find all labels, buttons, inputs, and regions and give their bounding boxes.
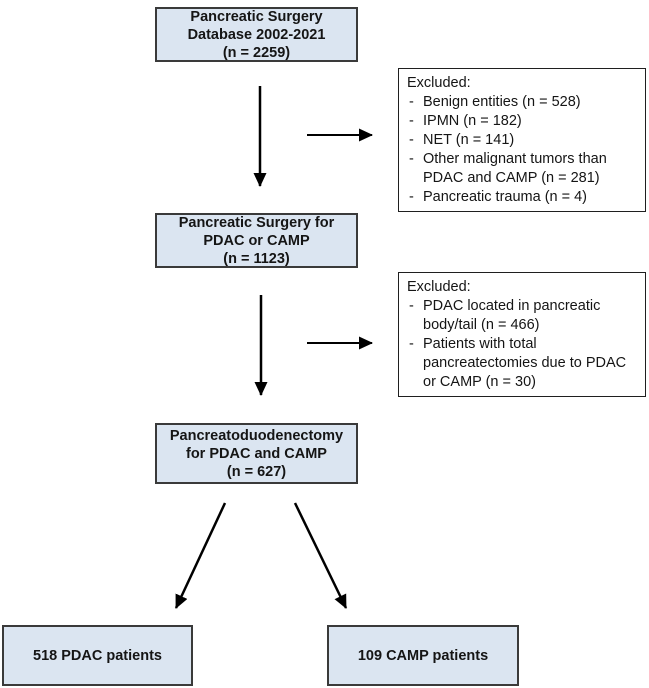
excluded-2-item-text: PDAC located in pancreatic body/tail (n … <box>423 298 601 333</box>
node-database: Pancreatic Surgery Database 2002-2021 (n… <box>155 7 358 62</box>
node-surgery-pdac-camp: Pancreatic Surgery for PDAC or CAMP (n =… <box>155 213 358 268</box>
excluded-1-item-text: NET (n = 141) <box>423 132 515 148</box>
node-camp-patients-label: 109 CAMP patients <box>357 647 489 664</box>
node-pd-line1: Pancreatoduodenectomy <box>169 427 344 444</box>
excluded-2-title: Excluded: <box>407 279 471 295</box>
excluded-1-item: - Other malignant tumors than PDAC and C… <box>407 150 639 188</box>
excluded-1-item-text: Pancreatic trauma (n = 4) <box>423 189 588 205</box>
node-database-line2: Database 2002-2021 <box>187 26 326 43</box>
arrow-split-to-camp <box>293 502 348 609</box>
excluded-1-item-text: Benign entities (n = 528) <box>423 94 581 110</box>
excluded-1-item: - IPMN (n = 182) <box>407 112 639 131</box>
excluded-1-item: - NET (n = 141) <box>407 131 639 150</box>
node-surgery-line3: (n = 1123) <box>223 250 290 267</box>
excluded-2-item: - Patients with total pancreatectomies d… <box>407 335 639 392</box>
node-database-line1: Pancreatic Surgery <box>190 8 323 25</box>
node-pancreatoduodenectomy: Pancreatoduodenectomy for PDAC and CAMP … <box>155 423 358 484</box>
node-pdac-patients-label: 518 PDAC patients <box>33 647 162 664</box>
excluded-box-2: Excluded: - PDAC located in pancreatic b… <box>398 272 646 397</box>
arrow-split-to-pdac <box>174 502 227 609</box>
dash-marker: - <box>409 298 414 314</box>
dash-marker: - <box>409 336 414 352</box>
excluded-box-1: Excluded: - Benign entities (n = 528) - … <box>398 68 646 212</box>
dash-marker: - <box>409 132 414 148</box>
excluded-2-item-text: Patients with total pancreatectomies due… <box>423 336 627 390</box>
excluded-1-title: Excluded: <box>407 75 471 91</box>
node-camp-patients: 109 CAMP patients <box>327 625 519 686</box>
excluded-1-item: - Benign entities (n = 528) <box>407 93 639 112</box>
dash-marker: - <box>409 189 414 205</box>
node-database-line3: (n = 2259) <box>222 44 291 61</box>
node-surgery-line1: Pancreatic Surgery for <box>178 214 335 231</box>
dash-marker: - <box>409 151 414 167</box>
node-surgery-line2: PDAC or CAMP <box>203 232 310 249</box>
node-pdac-patients: 518 PDAC patients <box>2 625 193 686</box>
node-pd-line2: for PDAC and CAMP <box>186 445 327 462</box>
excluded-1-item: - Pancreatic trauma (n = 4) <box>407 188 639 207</box>
dash-marker: - <box>409 94 414 110</box>
excluded-1-item-text: IPMN (n = 182) <box>423 113 522 129</box>
excluded-1-item-text: Other malignant tumors than PDAC and CAM… <box>423 151 607 186</box>
dash-marker: - <box>409 113 414 129</box>
node-pd-line3: (n = 627) <box>226 463 287 480</box>
excluded-2-item: - PDAC located in pancreatic body/tail (… <box>407 297 639 335</box>
